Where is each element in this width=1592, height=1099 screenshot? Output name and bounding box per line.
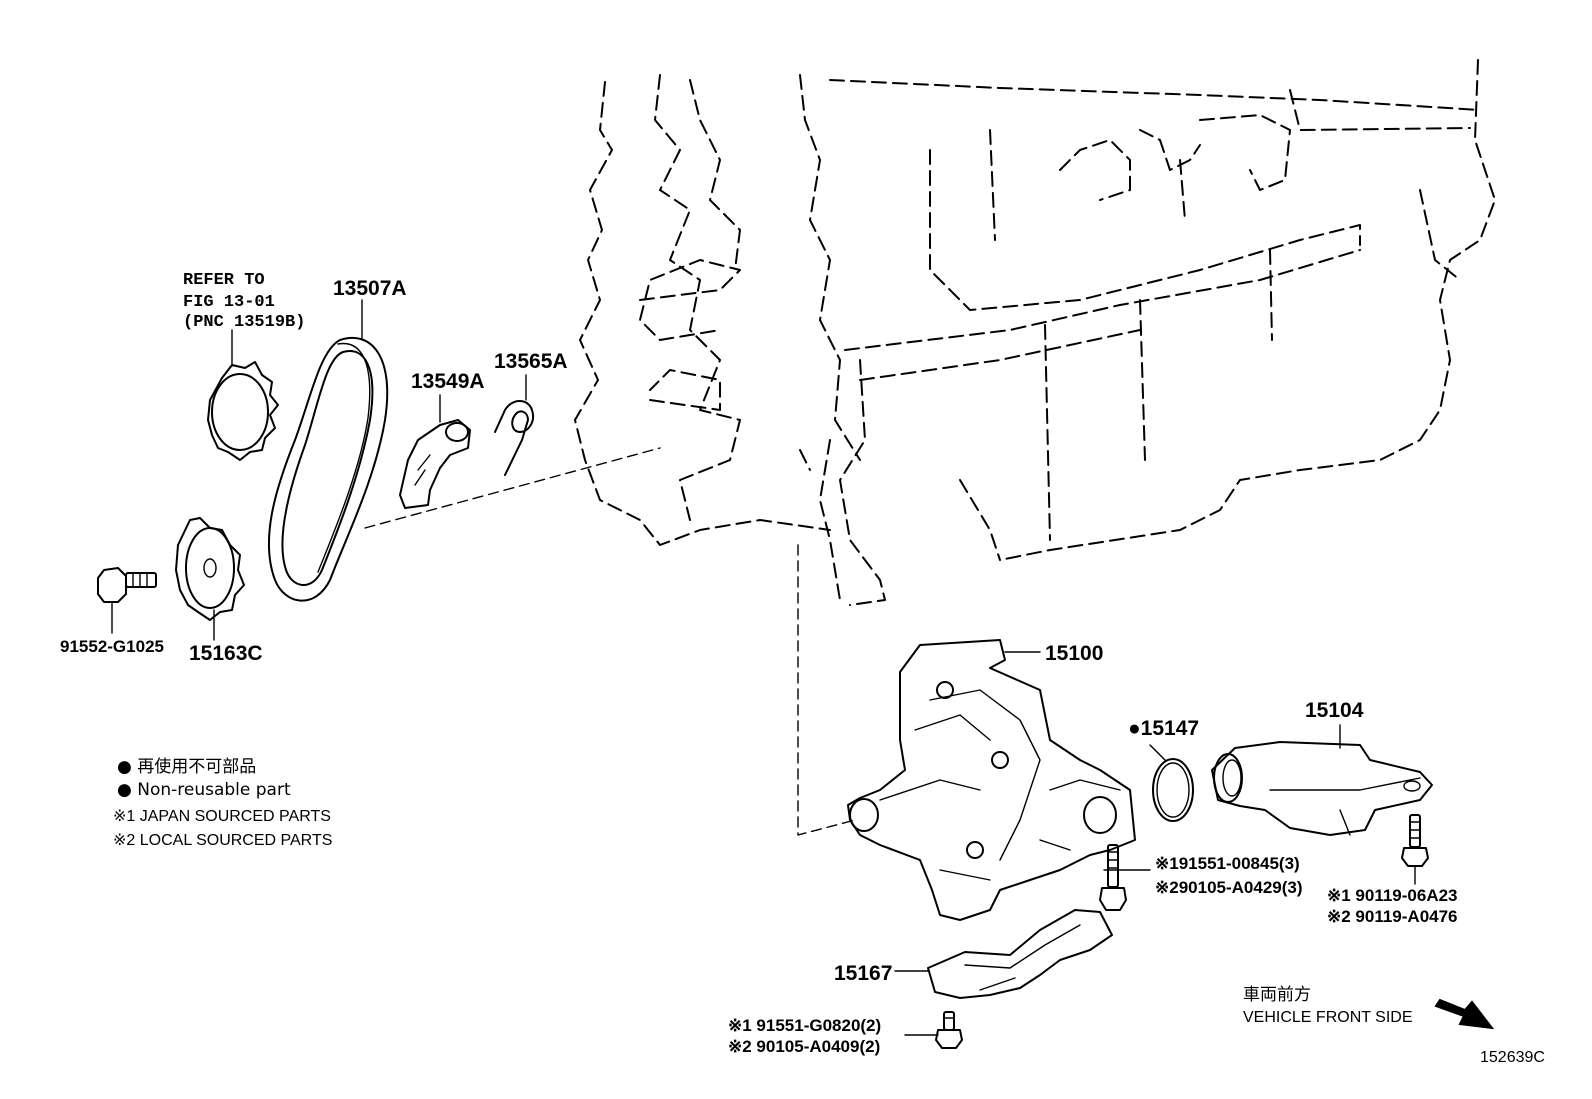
figure-id: 152639C bbox=[1480, 1049, 1545, 1066]
part-label-15104[interactable]: 15104 bbox=[1305, 699, 1364, 722]
part-label-15167[interactable]: 15167 bbox=[834, 962, 892, 985]
spring-icon bbox=[494, 374, 534, 476]
bolt-91551-g0820-icon bbox=[935, 1011, 963, 1049]
part-label-91552-G1025[interactable]: 91552-G1025 bbox=[60, 637, 164, 656]
timing-chain-icon bbox=[267, 299, 389, 602]
part-label-bolt-c2[interactable]: ※2 90105-A0409(2) bbox=[728, 1037, 880, 1056]
chain-tensioner-icon bbox=[399, 394, 471, 509]
part-label-bolt-b1[interactable]: ※1 90119-06A23 bbox=[1327, 886, 1458, 905]
legend-note-1: ※1 JAPAN SOURCED PARTS bbox=[113, 808, 331, 825]
pump-guide-line bbox=[797, 544, 856, 836]
lower-sprocket-icon bbox=[175, 517, 245, 641]
refer-line-2: FIG 13-01 bbox=[183, 293, 275, 312]
part-label-bolt-b2[interactable]: ※2 90119-A0476 bbox=[1327, 907, 1458, 926]
direction-jp: 車両前方 bbox=[1243, 985, 1311, 1005]
o-ring-icon bbox=[1149, 744, 1194, 822]
bolt-91552-icon bbox=[97, 567, 157, 634]
part-label-15100[interactable]: 15100 bbox=[1045, 642, 1103, 665]
oil-strainer-icon bbox=[1211, 724, 1433, 836]
part-label-13565A[interactable]: 13565A bbox=[494, 350, 568, 373]
direction-en: VEHICLE FRONT SIDE bbox=[1243, 1009, 1413, 1026]
engine-block-outline bbox=[574, 59, 1496, 606]
legend-en: ● Non-reusable part bbox=[117, 780, 291, 800]
part-label-15163C[interactable]: 15163C bbox=[189, 642, 263, 665]
baffle-plate-icon bbox=[894, 909, 1113, 999]
refer-line-1: REFER TO bbox=[183, 271, 265, 290]
front-direction-arrow-icon bbox=[1434, 998, 1495, 1030]
chain-guide-line bbox=[364, 447, 661, 529]
bolt-90119-icon bbox=[1401, 814, 1429, 885]
legend-jp: ● 再使用不可部品 bbox=[117, 756, 256, 777]
legend-note-2: ※2 LOCAL SOURCED PARTS bbox=[113, 832, 332, 849]
part-label-13507A[interactable]: 13507A bbox=[333, 277, 407, 300]
bolt-91551-icon bbox=[1099, 844, 1127, 911]
upper-sprocket-icon bbox=[207, 329, 279, 461]
part-label-bolt-a1[interactable]: ※191551-00845(3) bbox=[1155, 854, 1300, 873]
part-label-bolt-c1[interactable]: ※1 91551-G0820(2) bbox=[728, 1016, 881, 1035]
part-label-13549A[interactable]: 13549A bbox=[411, 370, 485, 393]
refer-line-3: (PNC 13519B) bbox=[183, 313, 305, 332]
oil-pump-icon bbox=[847, 639, 1136, 921]
part-label-bolt-a2[interactable]: ※290105-A0429(3) bbox=[1155, 878, 1303, 897]
part-label-15147[interactable]: ●15147 bbox=[1128, 717, 1199, 740]
